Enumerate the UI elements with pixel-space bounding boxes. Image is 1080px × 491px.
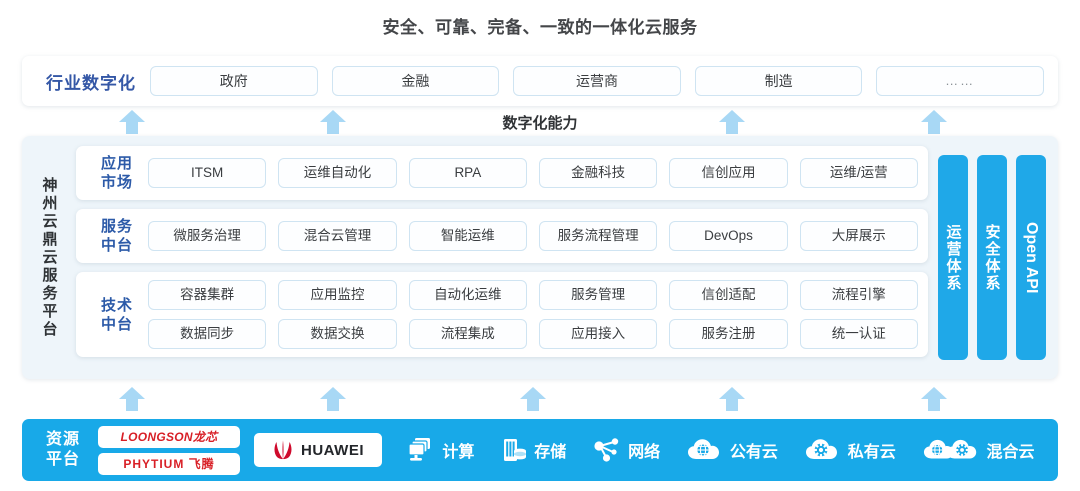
industry-item-telecom[interactable]: 运营商 bbox=[513, 66, 681, 96]
resource-item-storage[interactable]: 存储 bbox=[501, 437, 566, 463]
up-arrow-icon-8 bbox=[719, 387, 745, 411]
cell-intelligent-ops[interactable]: 智能运维 bbox=[408, 221, 527, 251]
layer-stack: 应用 市场 ITSM 运维自动化 RPA 金融科技 信创应用 运维/运营 bbox=[76, 146, 928, 369]
cell-rpa[interactable]: RPA bbox=[408, 158, 527, 188]
resource-platform-label: 资源 平台 bbox=[32, 430, 94, 470]
pillar-open-api[interactable]: Open API bbox=[1016, 155, 1046, 360]
cell-xinchuang-adaptation[interactable]: 信创适配 bbox=[669, 280, 788, 310]
resource-item-compute[interactable]: 计算 bbox=[407, 437, 474, 463]
platform-vertical-label: 神州云鼎云服务平台 bbox=[40, 176, 58, 339]
capability-label: 数字化能力 bbox=[502, 115, 578, 132]
cell-fintech[interactable]: 金融科技 bbox=[538, 158, 658, 188]
cell-ops-automation[interactable]: 运维自动化 bbox=[278, 158, 397, 188]
up-arrow-icon-1 bbox=[119, 110, 145, 134]
page-title: 安全、可靠、完备、一致的一体化云服务 bbox=[382, 18, 698, 37]
storage-icon bbox=[501, 437, 527, 463]
vendor-logo-stack: LOONGSON龙芯 PHYTIUM 飞腾 bbox=[98, 425, 240, 475]
cell-container-cluster[interactable]: 容器集群 bbox=[148, 280, 267, 310]
layer-rows: 容器集群 应用监控 自动化运维 服务管理 信创适配 流程引擎 数据同步 数据交换… bbox=[148, 280, 918, 349]
cell-service-registry[interactable]: 服务注册 bbox=[669, 319, 788, 349]
resource-item-label: 公有云 bbox=[729, 444, 778, 461]
cell-hybrid-cloud-management[interactable]: 混合云管理 bbox=[278, 221, 397, 251]
industry-item-government[interactable]: 政府 bbox=[150, 66, 318, 96]
industry-item-more[interactable]: …… bbox=[876, 66, 1044, 96]
cell-data-exchange[interactable]: 数据交换 bbox=[278, 319, 397, 349]
resource-item-private-cloud[interactable]: 私有云 bbox=[805, 437, 896, 463]
up-arrow-icon-2 bbox=[320, 110, 346, 134]
hybrid-cloud-icon bbox=[923, 437, 980, 463]
resource-item-hybrid-cloud[interactable]: 混合云 bbox=[923, 437, 1035, 463]
up-arrow-icon-6 bbox=[320, 387, 346, 411]
layer-label-line2: 中台 bbox=[100, 315, 133, 333]
cell-application-monitoring[interactable]: 应用监控 bbox=[278, 280, 397, 310]
cell-unified-authentication[interactable]: 统一认证 bbox=[799, 319, 918, 349]
resource-label-line2: 平台 bbox=[45, 451, 80, 468]
cell-process-engine[interactable]: 流程引擎 bbox=[799, 280, 918, 310]
resource-item-label: 计算 bbox=[442, 444, 475, 461]
vertical-pillars: 运营体系 安全体系 Open API bbox=[938, 146, 1046, 369]
industry-item-manufacturing[interactable]: 制造 bbox=[694, 66, 863, 96]
network-icon bbox=[593, 437, 621, 463]
up-arrow-icon-3 bbox=[719, 110, 745, 134]
resource-items: 计算 存储 bbox=[382, 437, 1048, 463]
layer-label-application-market: 应用 市场 bbox=[86, 154, 148, 192]
huawei-logo[interactable]: HUAWEI bbox=[254, 433, 382, 467]
layer-rows: ITSM 运维自动化 RPA 金融科技 信创应用 运维/运营 bbox=[148, 158, 918, 188]
loongson-logo[interactable]: LOONGSON龙芯 bbox=[98, 425, 240, 448]
layer-label-line1: 技术 bbox=[100, 296, 133, 314]
layer-technology-midplatform: 技术 中台 容器集群 应用监控 自动化运维 服务管理 信创适配 流程引擎 bbox=[76, 272, 928, 357]
up-arrow-icon-7 bbox=[520, 387, 546, 411]
pillar-operations-system[interactable]: 运营体系 bbox=[938, 155, 968, 360]
industry-items: 政府 金融 运营商 制造 …… bbox=[150, 66, 1048, 96]
resource-label-line1: 资源 bbox=[45, 431, 80, 448]
resource-platform-bar: 资源 平台 LOONGSON龙芯 PHYTIUM 飞腾 HUAWEI bbox=[22, 419, 1058, 481]
resource-item-label: 私有云 bbox=[847, 444, 896, 461]
cell-microservice-governance[interactable]: 微服务治理 bbox=[148, 221, 267, 251]
cell-service-management[interactable]: 服务管理 bbox=[538, 280, 658, 310]
cell-automated-ops[interactable]: 自动化运维 bbox=[408, 280, 527, 310]
layer-application-market: 应用 市场 ITSM 运维自动化 RPA 金融科技 信创应用 运维/运营 bbox=[76, 146, 928, 200]
pillar-security-system[interactable]: 安全体系 bbox=[977, 155, 1007, 360]
cell-xinchuang-app[interactable]: 信创应用 bbox=[669, 158, 788, 188]
compute-icon bbox=[407, 437, 435, 463]
up-arrow-icon-5 bbox=[119, 387, 145, 411]
cell-big-screen-display[interactable]: 大屏展示 bbox=[799, 221, 918, 251]
layer-label-line1: 服务 bbox=[100, 218, 133, 235]
layer-row: 容器集群 应用监控 自动化运维 服务管理 信创适配 流程引擎 bbox=[148, 280, 918, 310]
platform-body: 应用 市场 ITSM 运维自动化 RPA 金融科技 信创应用 运维/运营 bbox=[76, 136, 1058, 379]
phytium-logo[interactable]: PHYTIUM 飞腾 bbox=[98, 452, 240, 475]
cell-application-access[interactable]: 应用接入 bbox=[538, 319, 658, 349]
huawei-wordmark: HUAWEI bbox=[301, 441, 364, 459]
up-arrow-icon-4 bbox=[921, 110, 947, 134]
industry-row-label: 行业数字化 bbox=[46, 73, 136, 93]
resource-item-public-cloud[interactable]: 公有云 bbox=[687, 437, 778, 463]
layer-service-midplatform: 服务 中台 微服务治理 混合云管理 智能运维 服务流程管理 DevOps 大屏展… bbox=[76, 209, 928, 263]
layer-label-technology-midplatform: 技术 中台 bbox=[86, 296, 148, 334]
cell-data-sync[interactable]: 数据同步 bbox=[148, 319, 267, 349]
public-cloud-icon bbox=[687, 437, 723, 463]
layer-row: ITSM 运维自动化 RPA 金融科技 信创应用 运维/运营 bbox=[148, 158, 918, 188]
resource-item-label: 网络 bbox=[628, 444, 661, 461]
cell-devops[interactable]: DevOps bbox=[669, 221, 788, 251]
cell-process-integration[interactable]: 流程集成 bbox=[408, 319, 527, 349]
resource-item-network[interactable]: 网络 bbox=[593, 437, 660, 463]
layer-rows: 微服务治理 混合云管理 智能运维 服务流程管理 DevOps 大屏展示 bbox=[148, 221, 918, 251]
layer-row: 数据同步 数据交换 流程集成 应用接入 服务注册 统一认证 bbox=[148, 319, 918, 349]
layer-label-line2: 中台 bbox=[100, 237, 133, 254]
up-arrow-icon-9 bbox=[921, 387, 947, 411]
layer-row: 微服务治理 混合云管理 智能运维 服务流程管理 DevOps 大屏展示 bbox=[148, 221, 918, 251]
private-cloud-icon bbox=[805, 437, 841, 463]
industry-item-finance[interactable]: 金融 bbox=[331, 66, 500, 96]
cell-service-process-management[interactable]: 服务流程管理 bbox=[538, 221, 658, 251]
resource-item-label: 存储 bbox=[534, 444, 567, 461]
layer-label-service-midplatform: 服务 中台 bbox=[86, 217, 148, 255]
industry-digitalization-row: 行业数字化 政府 金融 运营商 制造 …… bbox=[22, 56, 1058, 106]
layer-label-line2: 市场 bbox=[100, 174, 133, 191]
layer-label-line1: 应用 bbox=[100, 155, 133, 172]
cell-itsm[interactable]: ITSM bbox=[148, 158, 267, 188]
huawei-flower-icon bbox=[274, 440, 292, 460]
cloud-service-platform: 神州云鼎云服务平台 应用 市场 ITSM 运维自动化 RPA 金融科技 bbox=[22, 136, 1058, 379]
cell-ops-operations[interactable]: 运维/运营 bbox=[799, 158, 918, 188]
resource-item-label: 混合云 bbox=[986, 444, 1035, 461]
